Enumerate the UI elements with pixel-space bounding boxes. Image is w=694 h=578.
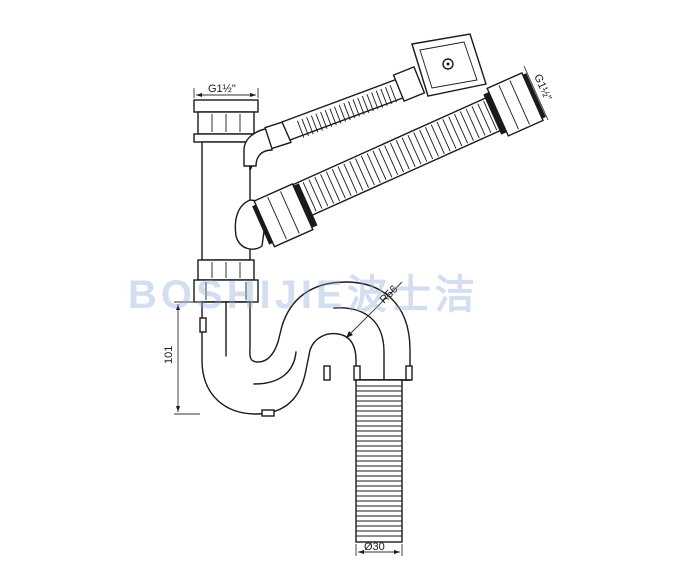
hose-rib [375, 90, 384, 108]
side-thread-dimension [523, 65, 549, 121]
hose-rib [448, 116, 463, 147]
hose-rib [337, 166, 352, 196]
overflow-plate [411, 33, 487, 97]
diameter-dimension [355, 544, 403, 556]
hose-rib [338, 104, 346, 122]
hose-rib [378, 147, 393, 178]
hose-rib [465, 108, 480, 139]
hose-rib [314, 176, 329, 207]
overflow-hose [281, 65, 426, 141]
hose-rib [357, 97, 365, 115]
hose-rib [483, 100, 498, 131]
hose-rib [385, 86, 393, 105]
hose-rib [366, 153, 381, 183]
hose-rib [324, 110, 333, 128]
s-trap-body [199, 281, 413, 417]
hose-rib [331, 168, 346, 199]
hose-rib [301, 118, 309, 137]
drain-hose [355, 379, 403, 543]
hose-rib [315, 113, 323, 131]
hose-rib [310, 115, 319, 133]
height-label: 101 [163, 346, 175, 364]
hose-rib [459, 111, 474, 141]
hose-rib [306, 117, 314, 135]
hose-rib [348, 101, 356, 119]
hose-rib [366, 94, 374, 112]
height-dimension [174, 301, 200, 415]
hose-rib [413, 132, 428, 162]
hose-end-nut [483, 72, 546, 137]
hose-rib [361, 95, 370, 113]
hose-rib [430, 124, 445, 154]
hose-rib [355, 158, 370, 188]
hose-rib [390, 142, 404, 173]
hose-rib [343, 163, 358, 194]
hose-rib [320, 111, 328, 129]
hose-rib [389, 85, 397, 103]
hose-rib [360, 155, 375, 186]
hose-rib [297, 120, 305, 138]
hose-rib [320, 174, 335, 204]
tee-connector [234, 183, 318, 250]
large-corrugated-hose [289, 95, 507, 219]
diameter-label: Ø30 [364, 541, 385, 553]
hose-rib [352, 99, 360, 117]
hose-rib [302, 181, 317, 212]
hose-rib [308, 179, 323, 209]
slip-nut [193, 259, 259, 303]
hose-rib [442, 119, 457, 149]
hose-rib [471, 106, 486, 136]
hose-rib [401, 137, 416, 168]
hose-rib [380, 88, 388, 106]
top-thread-dimension [193, 88, 259, 98]
hose-rib [329, 108, 337, 126]
hose-rib [419, 129, 434, 160]
hose-rib [384, 145, 399, 175]
hose-rib [395, 140, 410, 170]
top-inlet-connector [193, 99, 259, 143]
hose-rib [477, 103, 492, 134]
hose-rib [334, 106, 342, 124]
hose-rib [349, 161, 364, 191]
hose-rib [424, 127, 439, 157]
hose-rib [371, 92, 379, 110]
hose-rib [407, 134, 422, 165]
hose-rib [325, 171, 340, 202]
radius-dimension [345, 281, 403, 339]
hose-rib [372, 150, 387, 181]
hose-rib [436, 121, 451, 152]
hose-rib [343, 102, 351, 121]
top-thread-label: G1½" [208, 83, 236, 95]
hose-rib [454, 113, 469, 144]
